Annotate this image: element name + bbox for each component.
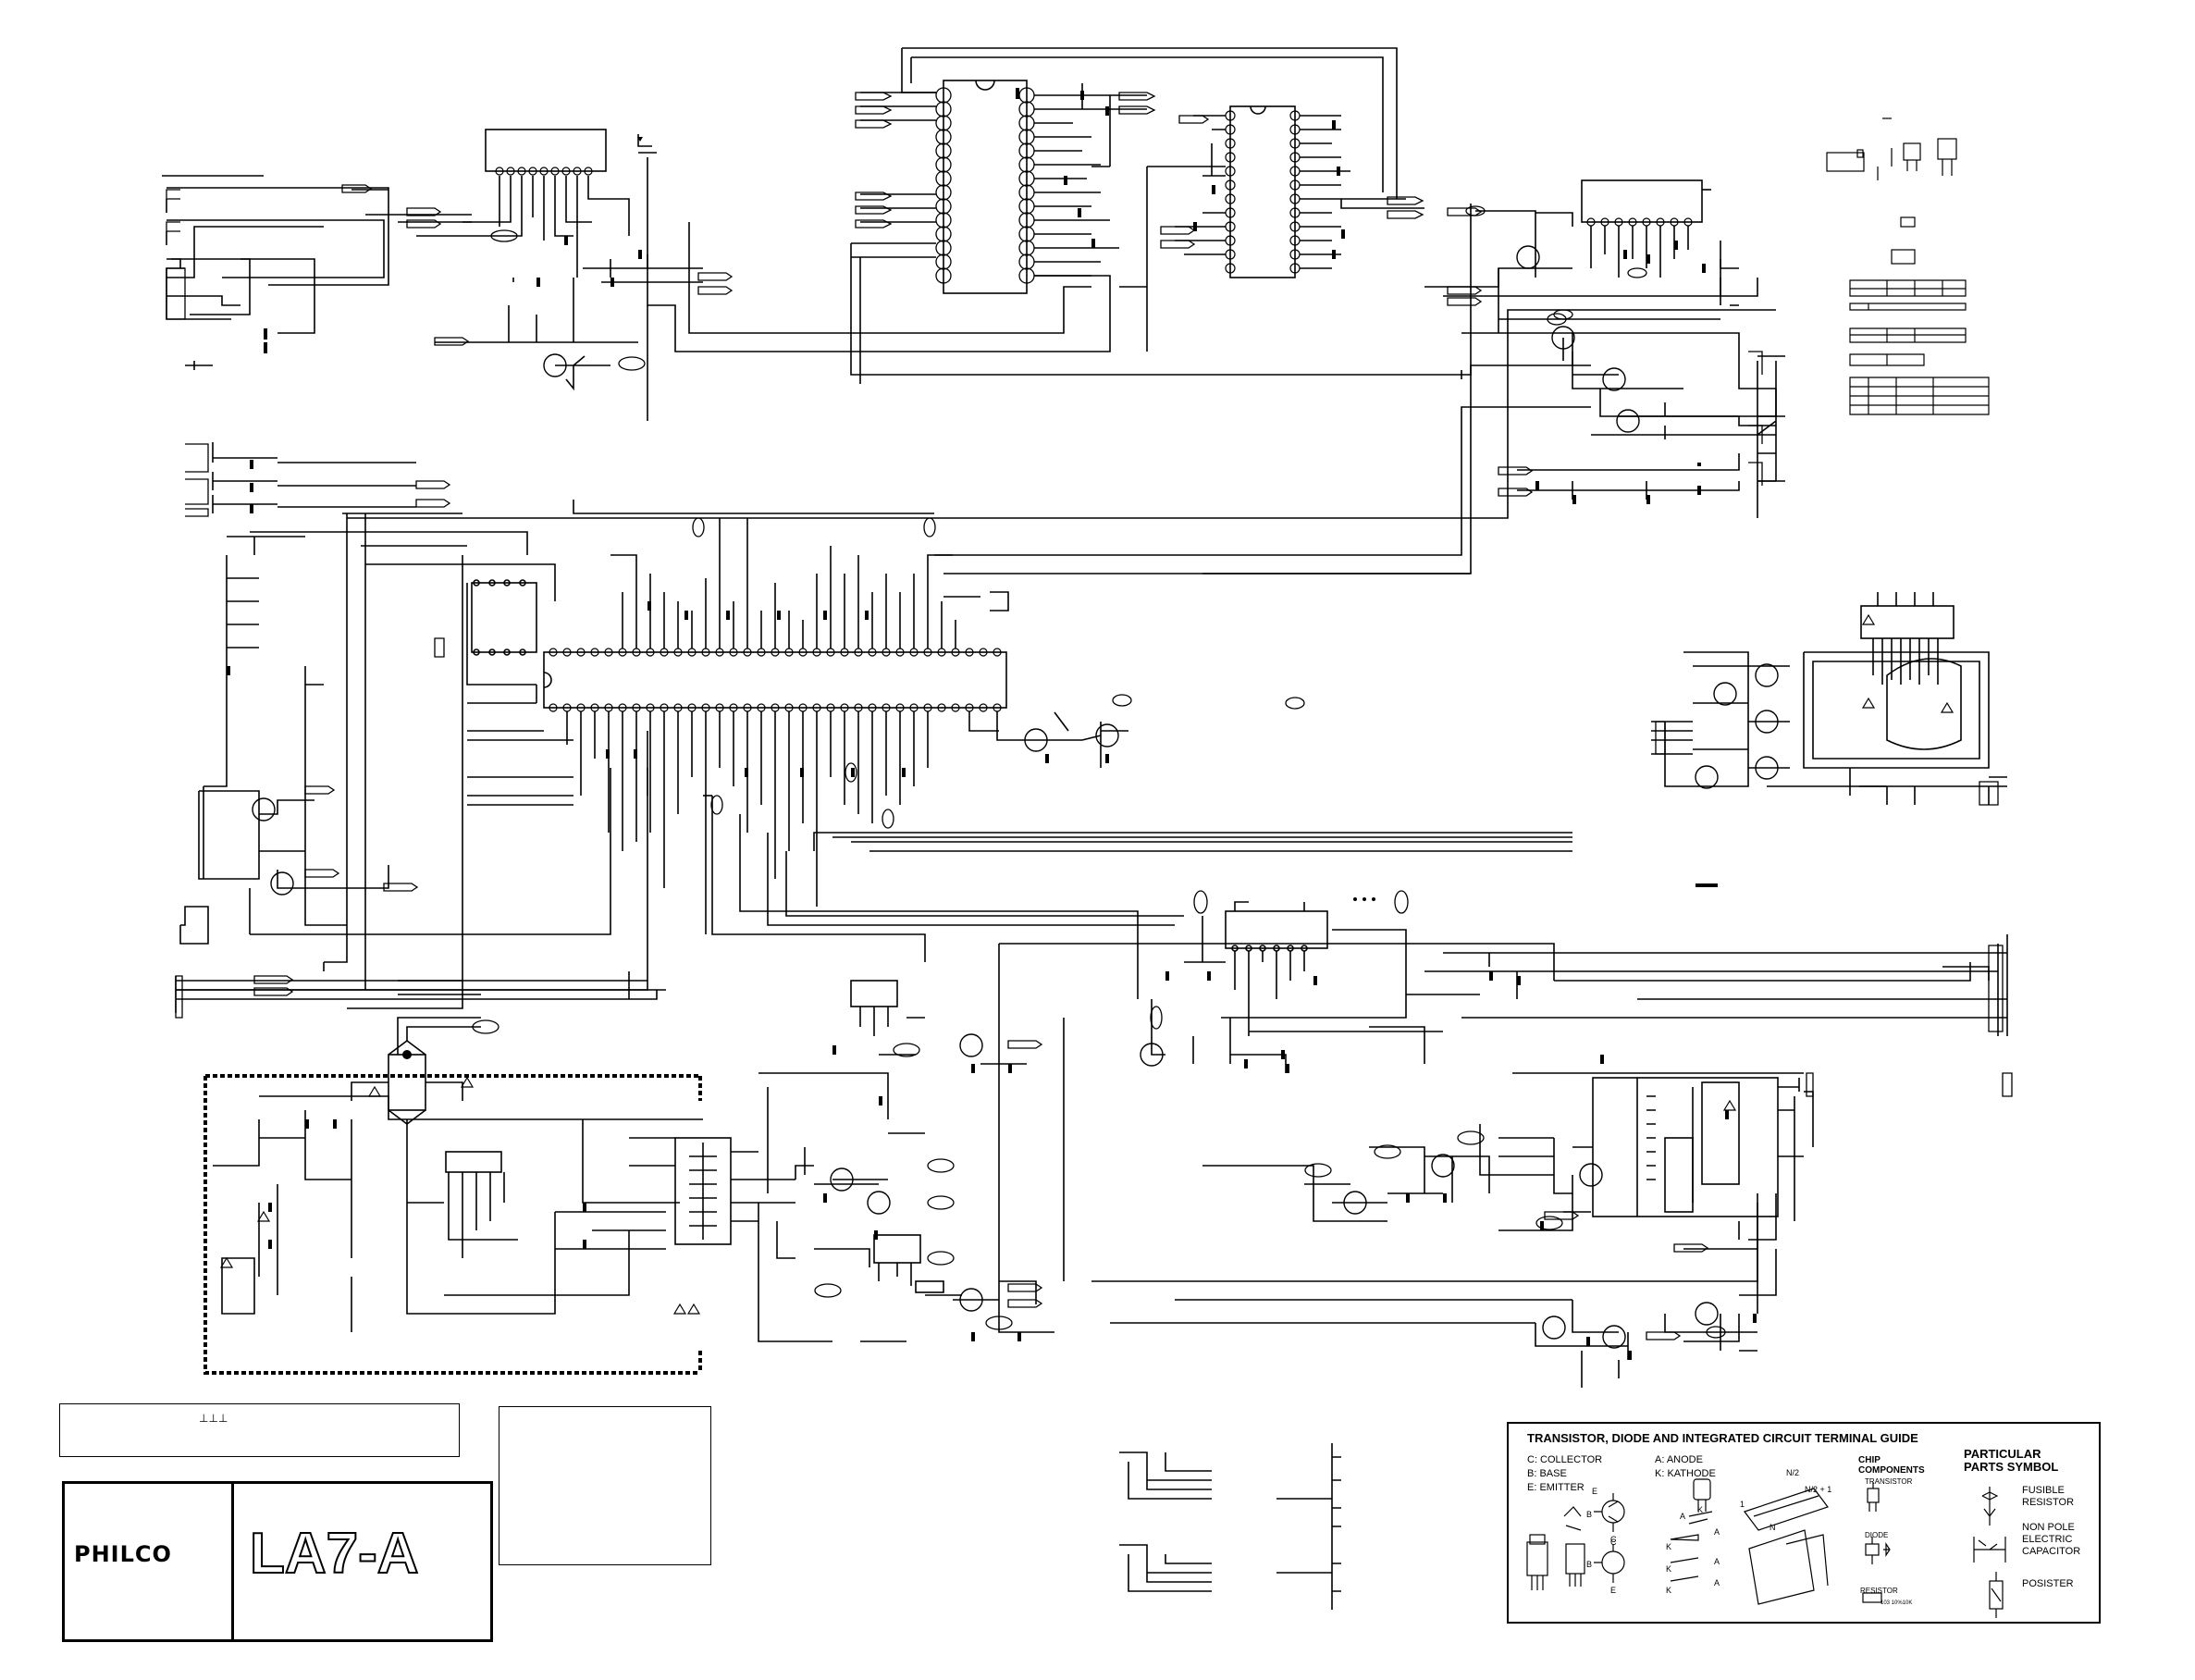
legend-base: B: BASE: [1527, 1468, 1567, 1479]
note-box-top: ⊥⊥⊥: [59, 1403, 460, 1457]
pin-label-a3: A: [1714, 1557, 1720, 1566]
legend-kathode: K: KATHODE: [1655, 1468, 1716, 1479]
bottom-line-groups: [1119, 1443, 1341, 1610]
legend-emitter: E: EMITTER: [1527, 1482, 1585, 1493]
brand-logo: PHILCO: [74, 1541, 172, 1567]
block-mid-right: [999, 901, 2008, 1073]
terminal-ovals: [472, 205, 1726, 1339]
chip-components-title-2: COMPONENTS: [1858, 1465, 1925, 1476]
chip-resistor-label: RESISTOR: [1860, 1587, 1898, 1595]
block-top-left: [162, 129, 703, 421]
nonpole-capacitor-label-2: ELECTRIC: [2022, 1534, 2073, 1545]
title-block-divider: [231, 1484, 234, 1639]
model-name: LA7-A: [249, 1521, 420, 1587]
pin-label-c1: C: [1610, 1535, 1617, 1544]
misc-connectors: [166, 189, 2013, 1097]
pin-label-b1: B: [1586, 1510, 1593, 1519]
pin-label-a2: A: [1714, 1527, 1720, 1537]
note-box-middle: [499, 1406, 711, 1565]
ground-symbol: ⊥⊥⊥: [199, 1412, 228, 1425]
block-crt: [1651, 592, 2007, 805]
parts-symbol-title-1: PARTICULAR: [1964, 1447, 2041, 1461]
pin-label-b2: B: [1586, 1560, 1593, 1569]
resistor-code: 103 10%10K: [1881, 1600, 1913, 1606]
pin-label-e2: E: [1610, 1586, 1617, 1595]
parts-symbol-title-2: PARTS SYMBOL: [1964, 1460, 2059, 1474]
pin-label-n: N: [1770, 1523, 1776, 1532]
pin-label-one: 1: [1740, 1500, 1745, 1509]
block-flyback: [1202, 1072, 1814, 1314]
pin-label-n-half-plus-one: N/2 + 1: [1805, 1485, 1832, 1494]
pin-label-k2: K: [1666, 1542, 1672, 1551]
warning-triangles: [219, 613, 1955, 1469]
fusible-resistor-label-2: RESISTOR: [2022, 1497, 2075, 1508]
ic-top-right-center: [1147, 105, 1424, 278]
signal-arrows: [253, 92, 1709, 1340]
pin-label-n-half: N/2: [1786, 1468, 1800, 1477]
pin-label-e1: E: [1592, 1487, 1598, 1496]
block-right-upper: [934, 179, 1785, 574]
parts-tables: [1849, 279, 1990, 415]
chip-diode-label: DIODE: [1865, 1531, 1889, 1539]
nonpole-capacitor-label-1: NON POLE: [2022, 1522, 2075, 1533]
pin-label-a4: A: [1714, 1578, 1720, 1587]
block-bottom-right: [998, 944, 1777, 1388]
legend-collector: C: COLLECTOR: [1527, 1454, 1603, 1465]
terminal-guide-title: TRANSISTOR, DIODE AND INTEGRATED CIRCUIT…: [1527, 1431, 1918, 1445]
transistor-symbols: [252, 245, 1779, 1349]
pin-label-k3: K: [1666, 1564, 1672, 1574]
pin-label-k4: K: [1666, 1586, 1672, 1595]
chip-transistor-label: TRANSISTOR: [1865, 1477, 1913, 1486]
ic-top-center: [647, 47, 1472, 384]
pin-label-c2: C: [1610, 1538, 1617, 1547]
pin-label-a1: A: [1680, 1512, 1686, 1521]
part-legend-top-right: [1826, 117, 1957, 265]
posister-label: POSISTER: [2022, 1578, 2074, 1589]
legend-anode: A: ANODE: [1655, 1454, 1703, 1465]
chip-components-title-1: CHIP: [1858, 1455, 1881, 1465]
terminal-guide: TRANSISTOR, DIODE AND INTEGRATED CIRCUIT…: [1507, 1422, 2101, 1624]
left-buses: [175, 309, 1776, 1013]
pin-label-k1: K: [1697, 1505, 1704, 1514]
component-drawings: [1526, 1478, 2006, 1618]
fusible-resistor-label-1: FUSIBLE: [2022, 1485, 2065, 1496]
nonpole-capacitor-label-3: CAPACITOR: [2022, 1546, 2081, 1557]
block-power-supply: [203, 980, 1037, 1375]
ic-main-center: [466, 518, 1572, 999]
title-block: PHILCO LA7-A: [62, 1481, 493, 1642]
